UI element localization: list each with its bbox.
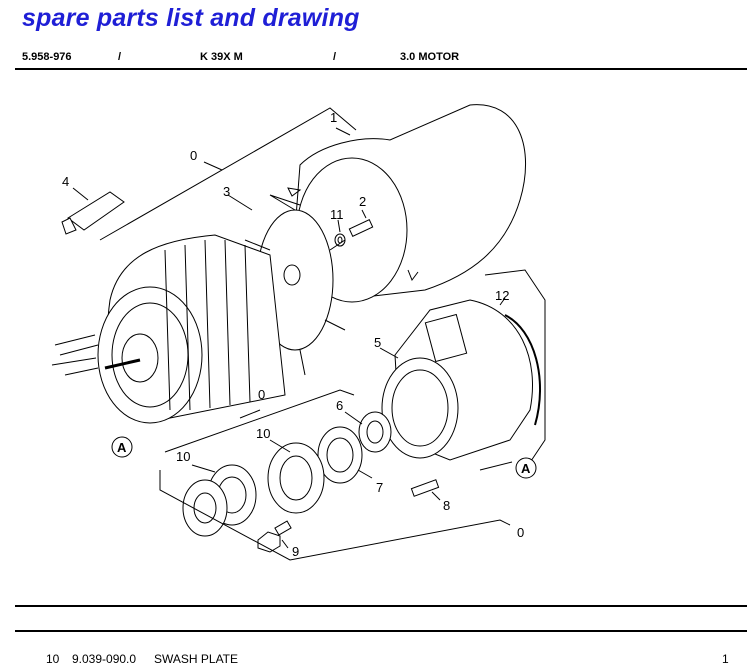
hex-screw-part	[257, 520, 292, 553]
swash-plate-part	[267, 442, 325, 514]
parts-row-qty: 1	[722, 652, 729, 666]
section-rule	[15, 605, 747, 607]
header-separator: /	[118, 51, 122, 63]
reference-a-label: A	[117, 440, 127, 455]
end-shield-part	[381, 299, 542, 461]
exploded-drawing: 1 0 3 4 11 2 12 5 0 6 10 10 7 8 9 0 A A	[51, 104, 546, 561]
callout-4: 4	[62, 174, 69, 189]
callout-7: 7	[376, 480, 383, 495]
reference-a-label: A	[521, 461, 531, 476]
screw-part	[410, 479, 440, 497]
parts-row-description: SWASH PLATE	[154, 652, 239, 666]
callout-0: 0	[517, 525, 524, 540]
thrust-bearing-part	[182, 464, 257, 537]
header-section: 3.0 MOTOR	[400, 51, 460, 63]
header-rule	[15, 68, 747, 70]
header-model: K 39X M	[200, 51, 243, 63]
bearing-part	[317, 411, 392, 484]
screw-part	[334, 219, 374, 247]
callout-9: 9	[292, 544, 299, 559]
callout-12: 12	[495, 288, 509, 303]
callout-6: 6	[336, 398, 343, 413]
callout-2: 2	[359, 194, 366, 209]
header-part-number: 5.958-976	[22, 51, 72, 63]
bracket-line	[99, 107, 357, 241]
parts-row-pos: 10	[46, 652, 60, 666]
page-title: spare parts list and drawing	[22, 4, 360, 32]
callout-10: 10	[176, 449, 190, 464]
callout-0: 0	[258, 387, 265, 402]
stator-part	[51, 234, 286, 424]
callout-0: 0	[190, 148, 197, 163]
callout-10: 10	[256, 426, 270, 441]
callout-8: 8	[443, 498, 450, 513]
callout-1: 1	[330, 110, 337, 125]
callout-3: 3	[223, 184, 230, 199]
section-rule	[15, 630, 747, 632]
callout-5: 5	[374, 335, 381, 350]
grease-tube-part	[61, 191, 125, 235]
parts-row-part-no: 9.039-090.0	[72, 652, 137, 666]
header-separator: /	[333, 51, 337, 63]
callout-11: 11	[330, 207, 344, 222]
